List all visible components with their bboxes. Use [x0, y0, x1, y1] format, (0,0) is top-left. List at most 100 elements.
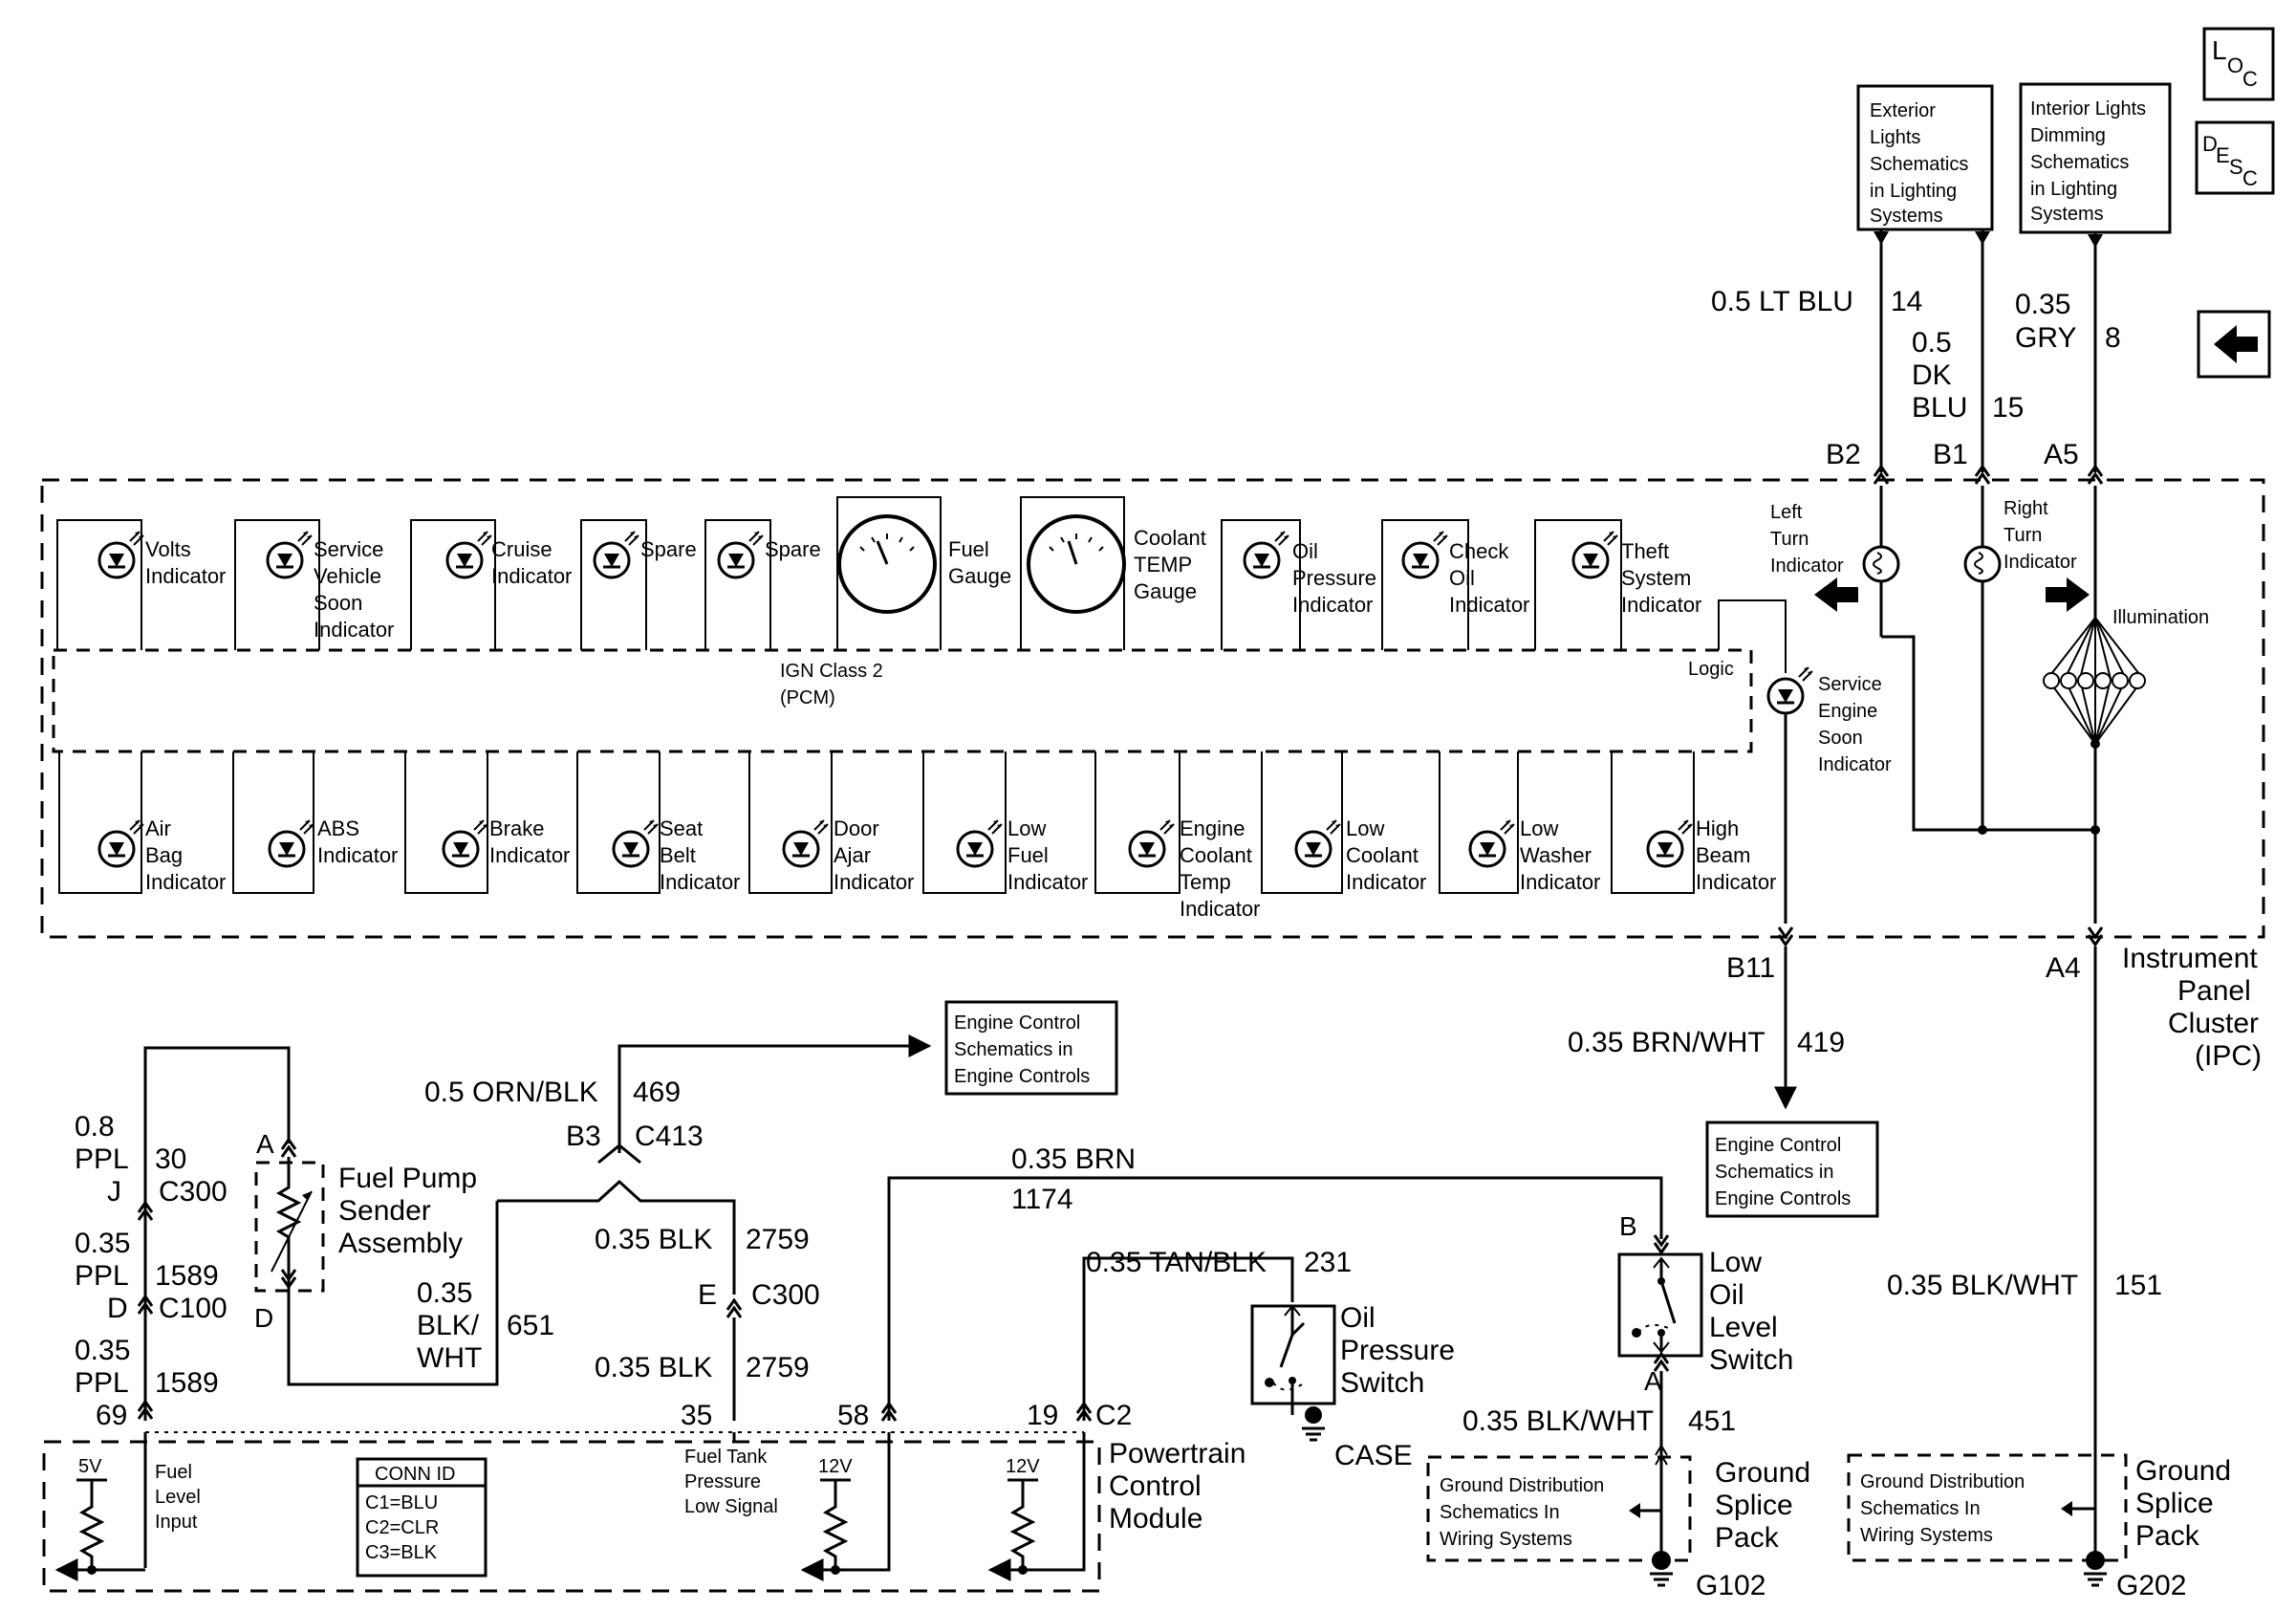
svg-text:Interior Lights: Interior Lights	[2030, 98, 2146, 120]
wire-dkblu-ckt: 15	[1992, 392, 2024, 424]
wire-blk-2759b: 0.35 BLK	[595, 1352, 712, 1383]
fuel-level-label-1: Fuel	[155, 1462, 192, 1483]
fuel-level-label-3: Input	[155, 1512, 198, 1533]
wire-ppl3-color: PPL	[75, 1367, 129, 1399]
wire-dkblu-color2: BLU	[1912, 392, 1967, 424]
pin-19: 19	[1027, 1400, 1058, 1431]
wire-blk-2759a: 0.35 BLK	[595, 1224, 712, 1255]
oil-switch-label-3: Switch	[1340, 1367, 1424, 1399]
label-airbag-3: Indicator	[145, 870, 226, 894]
label-highbeam-2: Beam	[1696, 843, 1750, 867]
svg-text:in Lighting: in Lighting	[1870, 181, 1957, 202]
pin-35: 35	[681, 1400, 712, 1431]
svg-text:Wiring Systems: Wiring Systems	[1440, 1529, 1572, 1550]
pin-a4: A4	[2046, 952, 2081, 984]
label-coolant-2: TEMP	[1134, 553, 1192, 577]
label-theft-3: Indicator	[1621, 593, 1701, 617]
label-door-3: Indicator	[834, 870, 914, 894]
engine-controls-ref-top[interactable]: Engine Control Schematics in Engine Cont…	[944, 1000, 1118, 1096]
wire-blkwht-651-ckt: 651	[507, 1310, 554, 1341]
left-arrow-icon	[2214, 325, 2258, 363]
label-door-1: Door	[834, 816, 879, 840]
ipc-boundary	[40, 478, 2265, 939]
pcm-5v: 5V	[78, 1456, 102, 1477]
wire-dkblu-color1: DK	[1912, 359, 1952, 391]
wire-ppl3-size: 0.35	[75, 1335, 130, 1366]
conn-id-c1: C1=BLU	[365, 1492, 438, 1513]
ses-label-3: Soon	[1818, 728, 1863, 749]
pin-a5: A5	[2044, 439, 2079, 470]
label-seatbelt-3: Indicator	[660, 870, 740, 894]
svg-text:Exterior: Exterior	[1870, 100, 1936, 121]
low-oil-label-4: Switch	[1709, 1344, 1793, 1376]
pin-d: D	[107, 1293, 128, 1324]
left-turn-label-1: Left	[1770, 502, 1803, 523]
ign-class2-bus	[52, 648, 1753, 753]
wire-ornblk: 0.5 ORN/BLK	[424, 1077, 598, 1108]
label-checkoil-2: Oil	[1449, 566, 1475, 590]
conn-c300-b: C300	[751, 1279, 820, 1311]
label-volts-2: Indicator	[145, 564, 226, 588]
wire-blk-2759a-ckt: 2759	[746, 1224, 810, 1255]
svg-text:Schematics In: Schematics In	[1440, 1502, 1560, 1523]
engine-controls-ref-right[interactable]: Engine Control Schematics in Engine Cont…	[1705, 1121, 1879, 1218]
label-ect-4: Indicator	[1180, 897, 1260, 921]
right-turn-label-2: Turn	[2004, 525, 2042, 546]
wire-ppl3-ckt: 1589	[155, 1367, 219, 1399]
label-lowfuel-3: Indicator	[1007, 870, 1088, 894]
right-turn-label-3: Indicator	[2004, 552, 2077, 573]
label-spare-2: Spare	[765, 537, 821, 561]
left-turn-label-3: Indicator	[1770, 555, 1844, 577]
fuel-tank-label-2: Pressure	[684, 1471, 761, 1492]
wire-dkblu-size: 0.5	[1912, 327, 1952, 359]
svg-text:Schematics in: Schematics in	[954, 1039, 1073, 1060]
wire-ppl1-color: PPL	[75, 1143, 129, 1175]
wire-ltblu: 0.5 LT BLU	[1711, 286, 1853, 317]
wire-ornblk-ckt: 469	[633, 1077, 681, 1108]
wire-blkwht-451-ckt: 451	[1688, 1405, 1736, 1437]
label-lowcool-3: Indicator	[1346, 870, 1426, 894]
label-airbag-1: Air	[145, 816, 171, 840]
ipc-right-circuits	[1718, 486, 2146, 924]
label-svs-4: Indicator	[314, 618, 394, 642]
low-oil-level-circuit	[880, 1176, 1703, 1587]
loc-letter-c: C	[2242, 67, 2258, 91]
svg-text:Engine Controls: Engine Controls	[954, 1066, 1090, 1087]
ses-label-2: Engine	[1818, 701, 1877, 722]
label-checkoil-1: Check	[1449, 539, 1509, 563]
label-brake-2: Indicator	[489, 843, 570, 867]
back-arrow-button[interactable]	[2197, 310, 2271, 379]
desc-letter-e: E	[2216, 143, 2230, 167]
label-fuel-gauge-2: Gauge	[948, 564, 1011, 588]
low-oil-label-1: Low	[1709, 1247, 1762, 1278]
fuel-pump-label-2: Sender	[338, 1195, 431, 1227]
label-brake-1: Brake	[489, 816, 544, 840]
wire-ppl2-color: PPL	[75, 1260, 129, 1292]
ground-g202: G202	[2116, 1570, 2186, 1601]
fuel-level-label-2: Level	[155, 1487, 201, 1508]
ses-label-4: Indicator	[1818, 754, 1892, 775]
ipc-name-4: (IPC)	[2195, 1040, 2262, 1072]
interior-dimming-ref[interactable]: Interior Lights Dimming Schematics in Li…	[2019, 82, 2172, 234]
low-oil-label-3: Level	[1709, 1312, 1778, 1343]
wire-gry-color: GRY	[2015, 322, 2076, 354]
wire-blkwht-151-ckt: 151	[2114, 1270, 2162, 1301]
label-lowfuel-2: Fuel	[1007, 843, 1049, 867]
conn-c413: C413	[635, 1121, 704, 1152]
label-lowcool-2: Coolant	[1346, 843, 1419, 867]
right-turn-arrow-icon	[2046, 577, 2090, 612]
wire-brn-ckt: 1174	[1011, 1184, 1073, 1215]
fuel-pump-label-1: Fuel Pump	[338, 1163, 477, 1194]
ign-class2-label: IGN Class 2	[780, 661, 883, 682]
loc-button[interactable]: L O C	[2202, 27, 2275, 101]
ground-dist-ref-2[interactable]: Ground Distribution Schematics In Wiring…	[1860, 1471, 2025, 1546]
ground-dist-ref-1[interactable]: Ground Distribution Schematics In Wiring…	[1440, 1475, 1604, 1550]
ipc-name-2: Panel	[2177, 975, 2251, 1007]
splice-pack2-label-1: Ground	[2135, 1455, 2231, 1487]
desc-button[interactable]: D E S C	[2195, 120, 2275, 195]
label-ect-1: Engine	[1180, 816, 1245, 840]
left-turn-label-2: Turn	[1770, 529, 1809, 550]
ipc-name-1: Instrument	[2122, 943, 2258, 974]
pcm-module	[42, 1431, 1101, 1593]
exterior-lights-ref[interactable]: Exterior Lights Schematics in Lighting S…	[1856, 84, 1994, 231]
